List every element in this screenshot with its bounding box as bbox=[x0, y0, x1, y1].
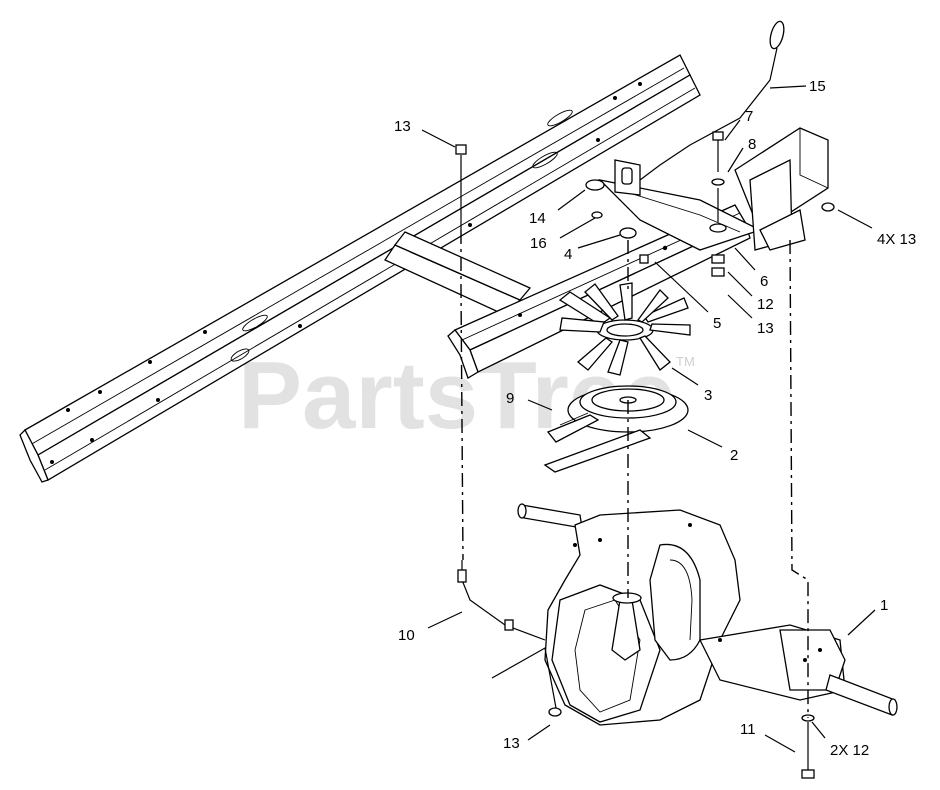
callout-12: 12 bbox=[757, 296, 774, 313]
callout-3: 3 bbox=[704, 387, 712, 404]
nut-top-left bbox=[455, 144, 467, 155]
callout-16: 16 bbox=[530, 235, 547, 252]
callout-2: 2 bbox=[730, 447, 738, 464]
callout-1: 1 bbox=[880, 597, 888, 614]
callout-4x13: 4X 13 bbox=[877, 231, 916, 248]
callout-13-b: 13 bbox=[757, 320, 774, 337]
callout-13: 13 bbox=[394, 118, 411, 135]
bottom-bolt bbox=[801, 714, 815, 779]
callout-11: 11 bbox=[740, 721, 756, 738]
frame-rail-left bbox=[19, 54, 701, 483]
callout-6: 6 bbox=[760, 273, 768, 290]
watermark-trademark: TM bbox=[676, 354, 695, 369]
transaxle bbox=[517, 503, 898, 726]
callout-7: 7 bbox=[745, 108, 753, 125]
bypass-rod bbox=[457, 560, 562, 717]
callout-15: 15 bbox=[809, 78, 826, 95]
callout-8: 8 bbox=[748, 136, 756, 153]
callout-10: 10 bbox=[398, 627, 415, 644]
rear-bracket bbox=[734, 127, 829, 251]
callout-13-c: 13 bbox=[503, 735, 520, 752]
callout-14: 14 bbox=[529, 210, 546, 227]
callout-9: 9 bbox=[506, 390, 514, 407]
callout-5: 5 bbox=[713, 315, 721, 332]
callout-2x12: 2X 12 bbox=[830, 742, 869, 759]
hardware-stack bbox=[585, 131, 835, 277]
callout-4: 4 bbox=[564, 246, 572, 263]
callout-labels: 15 7 8 13 14 16 4 4X 13 6 12 5 13 3 9 2 … bbox=[394, 78, 916, 759]
alignment-lines bbox=[460, 230, 809, 718]
hub-nut bbox=[619, 227, 637, 239]
cooling-fan bbox=[558, 254, 691, 376]
drive-belt bbox=[543, 412, 652, 473]
frame-cross-member bbox=[384, 231, 532, 316]
leader-lines bbox=[421, 85, 876, 753]
frame-rail-right bbox=[447, 204, 751, 379]
